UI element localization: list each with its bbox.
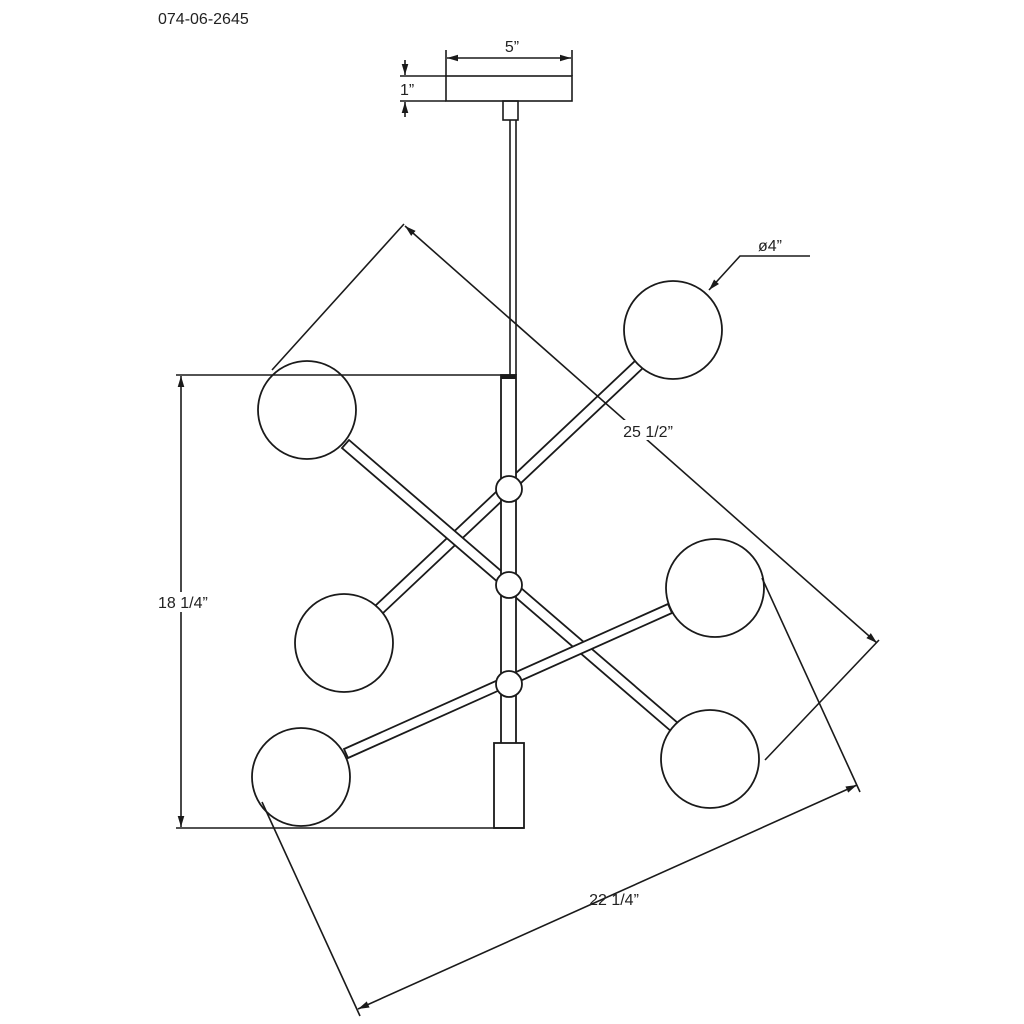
canopy-width-dimension: 5” [445, 39, 573, 76]
width-label: 22 1/4” [589, 892, 639, 909]
canopy-width-label: 5” [505, 39, 519, 56]
height-label: 18 1/4” [158, 595, 208, 612]
canopy [445, 75, 573, 375]
part-number: 074-06-2645 [158, 11, 249, 28]
globe [257, 360, 357, 460]
globe-diameter-label: ø4” [758, 238, 782, 255]
width-dimension: 22 1/4” [261, 577, 861, 1017]
globe [251, 727, 351, 827]
diagonal-span-dimension: 25 1/2” [271, 223, 880, 761]
canopy-height-dimension: 1” [400, 60, 446, 117]
globe [294, 593, 394, 693]
globe [665, 538, 765, 638]
diagonal-span-label: 25 1/2” [623, 424, 673, 441]
canopy-height-label: 1” [400, 82, 414, 99]
height-dimension: 18 1/4” [155, 374, 524, 829]
globe [623, 280, 723, 380]
globe [660, 709, 760, 809]
globe-diameter-callout: ø4” [708, 238, 810, 291]
